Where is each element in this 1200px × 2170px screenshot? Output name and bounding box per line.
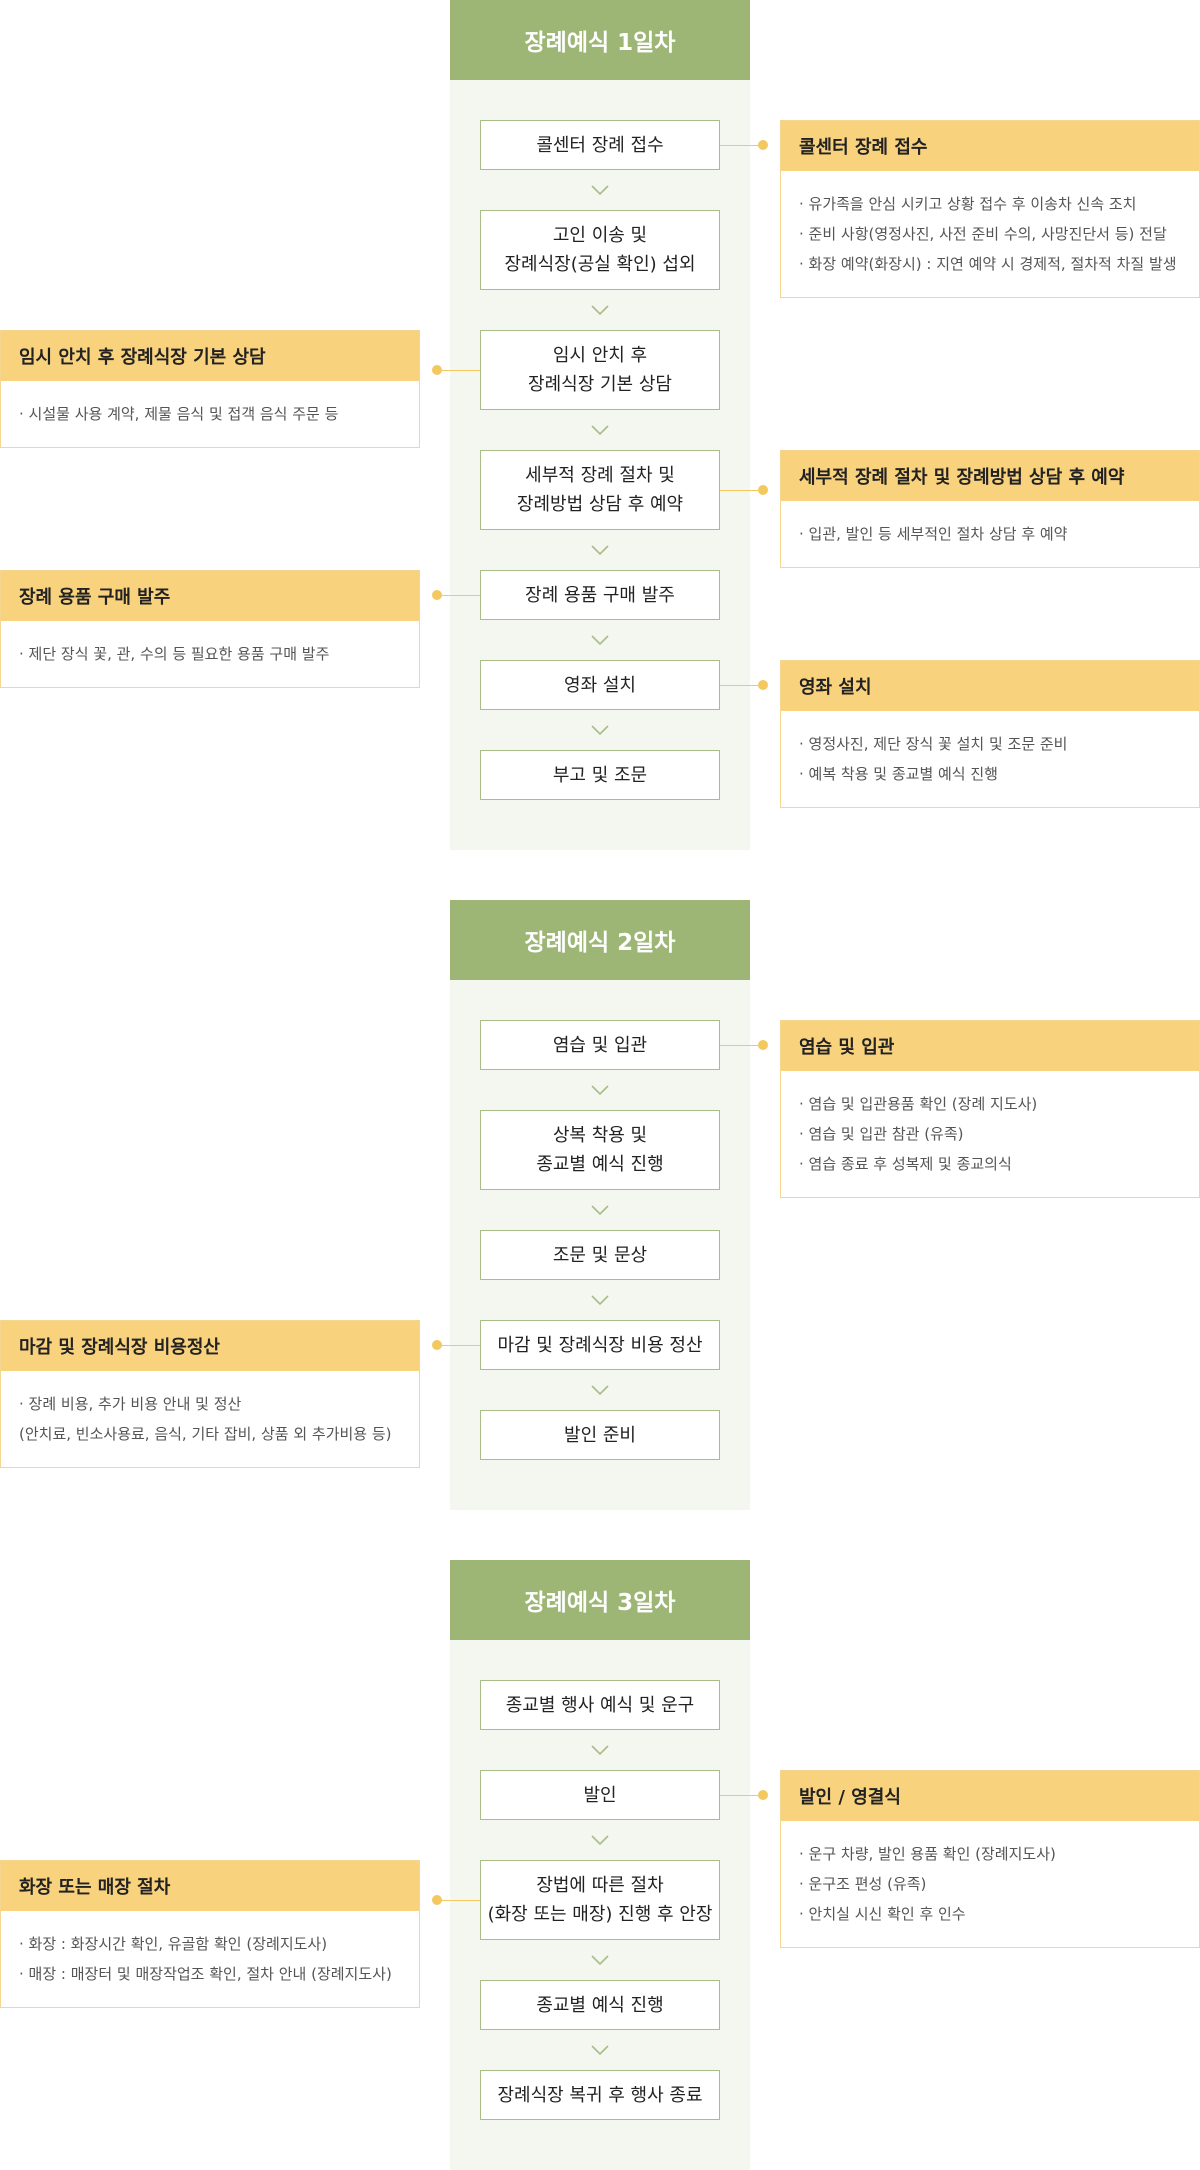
note-line: (안치료, 빈소사용료, 음식, 기타 잡비, 상품 외 추가비용 등) [19,1425,392,1443]
connector-line [437,1345,480,1346]
note-line: · 운구조 편성 (유족) [799,1875,927,1893]
note-body: · 유가족을 안심 시키고 상황 접수 후 이송차 신속 조치 · 준비 사항(영… [781,171,1199,297]
process-step: 장례식장 복귀 후 행사 종료 [480,2070,720,2120]
note-line: · 시설물 사용 계약, 제물 음식 및 접객 음식 주문 등 [19,405,339,423]
note-line: · 염습 종료 후 성복제 및 종교의식 [799,1155,1012,1173]
chevron-down-icon [591,725,609,736]
note-line: · 화장 : 화장시간 확인, 유골함 확인 (장례지도사) [19,1935,328,1953]
chevron-down-icon [591,1205,609,1216]
note-line: · 입관, 발인 등 세부적인 절차 상담 후 예약 [799,525,1068,543]
detail-note: 화장 또는 매장 절차· 화장 : 화장시간 확인, 유골함 확인 (장례지도사… [0,1860,420,2008]
chevron-down-icon [591,185,609,196]
note-line: · 매장 : 매장터 및 매장작업조 확인, 절차 안내 (장례지도사) [19,1965,392,1983]
note-title: 영좌 설치 [781,661,1199,711]
note-title: 발인 / 영결식 [781,1771,1199,1821]
process-step: 장례 용품 구매 발주 [480,570,720,620]
connector-dot [758,1790,768,1800]
note-body: · 화장 : 화장시간 확인, 유골함 확인 (장례지도사) · 매장 : 매장터… [1,1911,419,2007]
connector-dot [432,590,442,600]
detail-note: 염습 및 입관 · 염습 및 입관용품 확인 (장례 지도사) · 염습 및 입관 … [780,1020,1200,1198]
connector-line [720,685,763,686]
process-step: 종교별 행사 예식 및 운구 [480,1680,720,1730]
process-step: 상복 착용 및 종교별 예식 진행 [480,1110,720,1190]
connector-line [437,1900,480,1901]
connector-line [720,145,763,146]
note-line: · 화장 예약(화장시) : 지연 예약 시 경제적, 절차적 차질 발생 [799,255,1177,273]
note-body: · 제단 장식 꽃, 관, 수의 등 필요한 용품 구매 발주 [1,621,419,687]
process-step: 콜센터 장례 접수 [480,120,720,170]
connector-dot [758,140,768,150]
process-step: 종교별 예식 진행 [480,1980,720,2030]
note-line: · 준비 사항(영정사진, 사전 준비 수의, 사망진단서 등) 전달 [799,225,1167,243]
note-title: 마감 및 장례식장 비용정산 [1,1321,419,1371]
connector-line [720,1795,763,1796]
chevron-down-icon [591,1295,609,1306]
process-step: 발인 [480,1770,720,1820]
detail-note: 마감 및 장례식장 비용정산 · 장례 비용, 추가 비용 안내 및 정산 (안치료… [0,1320,420,1468]
note-title: 콜센터 장례 접수 [781,121,1199,171]
note-title: 장례 용품 구매 발주 [1,571,419,621]
connector-dot [432,365,442,375]
detail-note: 임시 안치 후 장례식장 기본 상담 · 시설물 사용 계약, 제물 음식 및 접… [0,330,420,448]
process-step: 임시 안치 후 장례식장 기본 상담 [480,330,720,410]
process-step: 발인 준비 [480,1410,720,1460]
chevron-down-icon [591,1955,609,1966]
process-step: 마감 및 장례식장 비용 정산 [480,1320,720,1370]
connector-dot [758,680,768,690]
detail-note: 콜센터 장례 접수· 유가족을 안심 시키고 상황 접수 후 이송차 신속 조치… [780,120,1200,298]
process-step: 영좌 설치 [480,660,720,710]
process-step: 세부적 장례 절차 및 장례방법 상담 후 예약 [480,450,720,530]
connector-line [437,370,480,371]
chevron-down-icon [591,425,609,436]
process-step: 고인 이송 및 장례식장(공실 확인) 섭외 [480,210,720,290]
detail-note: 장례 용품 구매 발주 · 제단 장식 꽃, 관, 수의 등 필요한 용품 구매 … [0,570,420,688]
note-line: · 염습 및 입관 참관 (유족) [799,1125,964,1143]
process-step: 부고 및 조문 [480,750,720,800]
connector-line [720,490,763,491]
chevron-down-icon [591,2045,609,2056]
note-body: · 시설물 사용 계약, 제물 음식 및 접객 음식 주문 등 [1,381,419,447]
note-line: · 운구 차량, 발인 용품 확인 (장례지도사) [799,1845,1056,1863]
connector-dot [432,1895,442,1905]
chevron-down-icon [591,1745,609,1756]
process-step: 장법에 따른 절차 (화장 또는 매장) 진행 후 안장 [480,1860,720,1940]
note-line: · 영정사진, 제단 장식 꽃 설치 및 조문 준비 [799,735,1068,753]
connector-dot [432,1340,442,1350]
connector-line [437,595,480,596]
day-column-background [450,900,750,1510]
chevron-down-icon [591,635,609,646]
process-step: 염습 및 입관 [480,1020,720,1070]
note-body: · 장례 비용, 추가 비용 안내 및 정산 (안치료, 빈소사용료, 음식, 기… [1,1371,419,1467]
chevron-down-icon [591,305,609,316]
process-step: 조문 및 문상 [480,1230,720,1280]
detail-note: 발인 / 영결식 · 운구 차량, 발인 용품 확인 (장례지도사) · 운구조 편… [780,1770,1200,1948]
day-title: 장례예식 3일차 [450,1560,750,1640]
note-line: · 유가족을 안심 시키고 상황 접수 후 이송차 신속 조치 [799,195,1137,213]
note-title: 세부적 장례 절차 및 장례방법 상담 후 예약 [781,451,1199,501]
connector-line [720,1045,763,1046]
note-line: · 제단 장식 꽃, 관, 수의 등 필요한 용품 구매 발주 [19,645,330,663]
note-body: · 운구 차량, 발인 용품 확인 (장례지도사) · 운구조 편성 (유족) · … [781,1821,1199,1947]
detail-note: 영좌 설치 · 영정사진, 제단 장식 꽃 설치 및 조문 준비 · 예복 착용 및… [780,660,1200,808]
note-line: · 염습 및 입관용품 확인 (장례 지도사) [799,1095,1038,1113]
chevron-down-icon [591,1835,609,1846]
note-title: 염습 및 입관 [781,1021,1199,1071]
connector-dot [758,485,768,495]
note-title: 화장 또는 매장 절차 [1,1861,419,1911]
note-body: · 염습 및 입관용품 확인 (장례 지도사) · 염습 및 입관 참관 (유족)… [781,1071,1199,1197]
note-body: · 입관, 발인 등 세부적인 절차 상담 후 예약 [781,501,1199,567]
chevron-down-icon [591,545,609,556]
detail-note: 세부적 장례 절차 및 장례방법 상담 후 예약 · 입관, 발인 등 세부적인 … [780,450,1200,568]
day-title: 장례예식 1일차 [450,0,750,80]
note-line: · 안치실 시신 확인 후 인수 [799,1905,966,1923]
day-title: 장례예식 2일차 [450,900,750,980]
chevron-down-icon [591,1385,609,1396]
note-line: · 장례 비용, 추가 비용 안내 및 정산 [19,1395,242,1413]
chevron-down-icon [591,1085,609,1096]
note-body: · 영정사진, 제단 장식 꽃 설치 및 조문 준비 · 예복 착용 및 종교별 … [781,711,1199,807]
note-line: · 예복 착용 및 종교별 예식 진행 [799,765,998,783]
connector-dot [758,1040,768,1050]
note-title: 임시 안치 후 장례식장 기본 상담 [1,331,419,381]
